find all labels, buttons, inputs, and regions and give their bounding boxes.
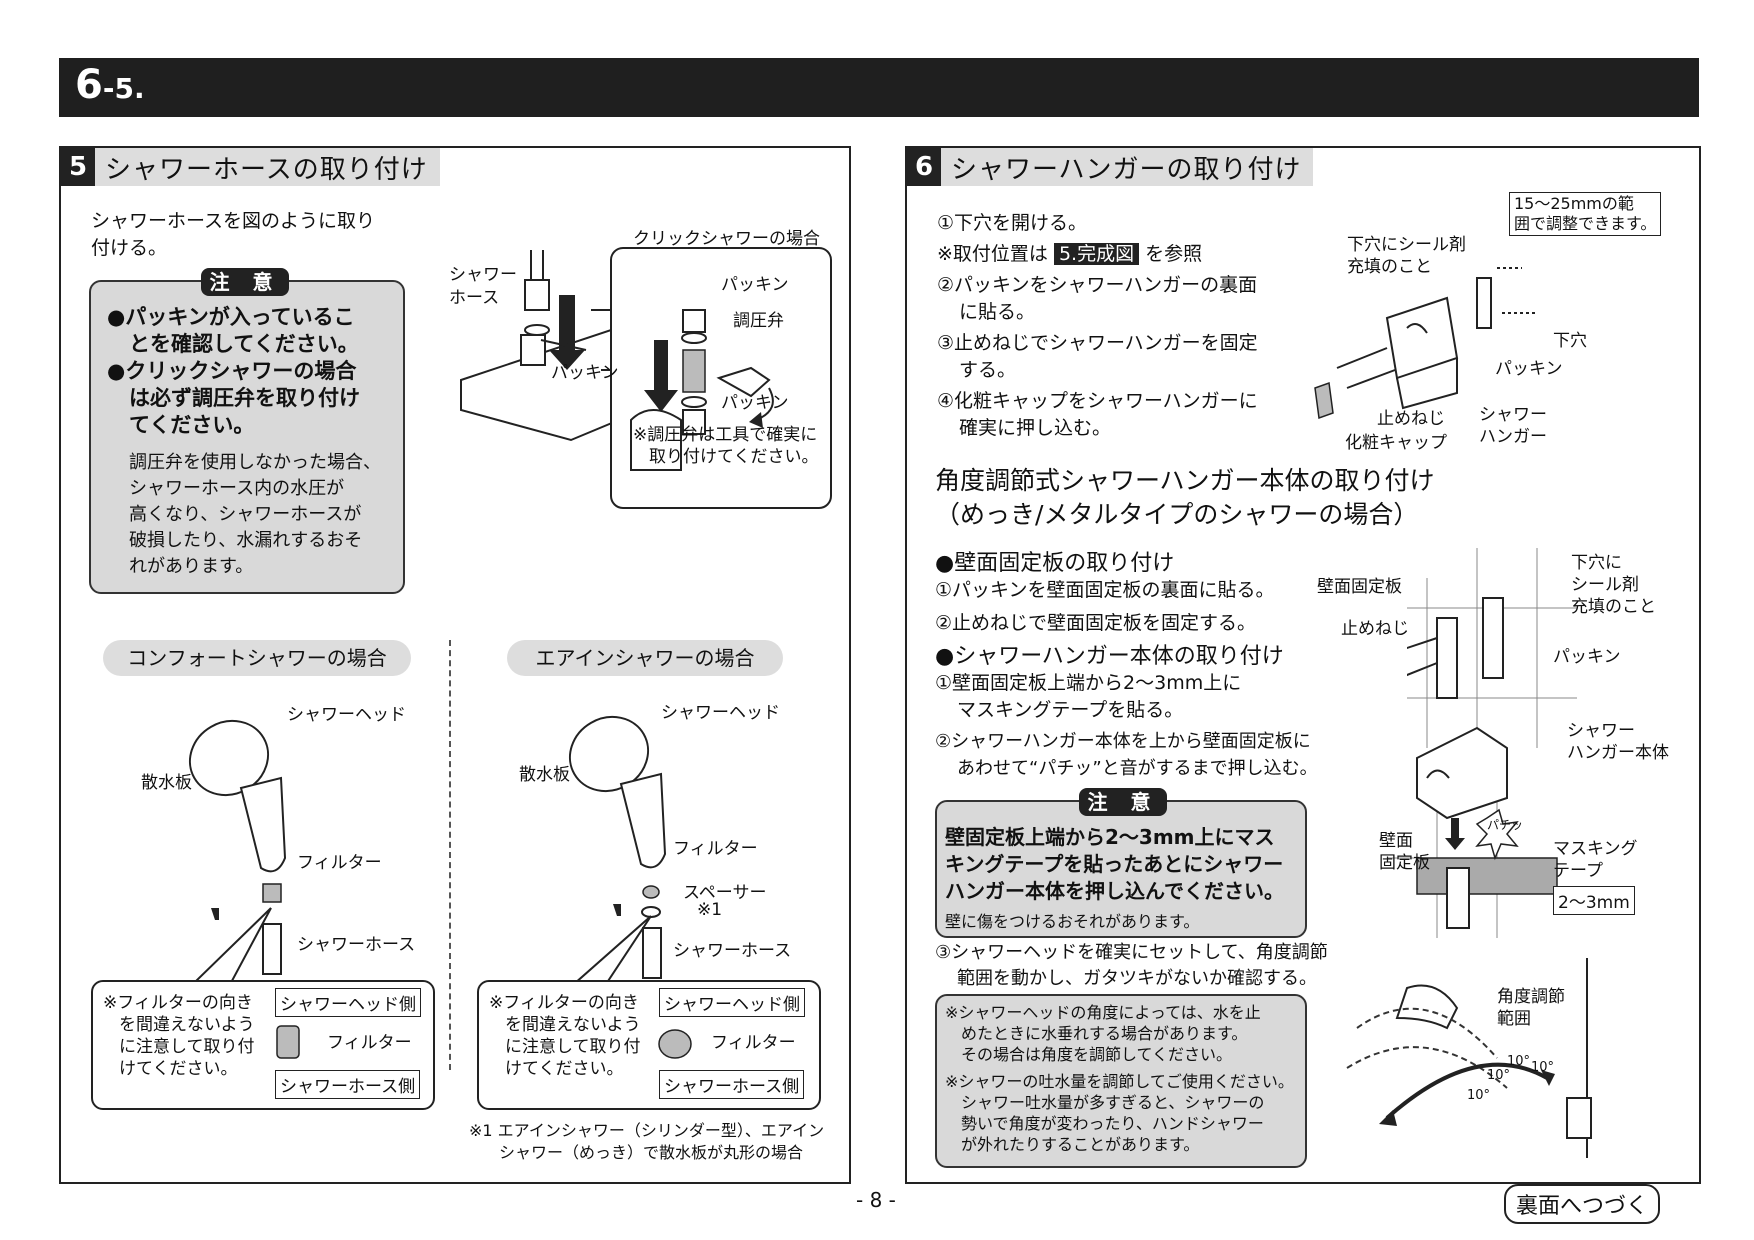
fig3-tape: マスキングテープ: [1553, 839, 1638, 881]
caution-note: 調圧弁を使用しなかった場合、シャワーホース内の水圧が 高くなり、シャワーホースが…: [129, 452, 381, 577]
step-number: 5: [61, 148, 95, 186]
comfort-head-label: シャワーヘッド: [287, 705, 406, 725]
hose-label: シャワーホース: [449, 265, 517, 308]
left-section-title: 5 シャワーホースの取り付け: [61, 148, 440, 186]
comfort-filter-label: フィルター: [297, 853, 382, 873]
airin-filter-label: フィルター: [673, 839, 758, 859]
airin-plate-label: 散水板: [519, 765, 570, 785]
airin-shower-title: エアインシャワーの場合: [507, 640, 783, 676]
airin-side-head: シャワーヘッド側: [659, 988, 805, 1017]
comfort-side-hose: シャワーホース側: [275, 1070, 421, 1099]
hose-diagram: [460, 247, 832, 509]
click-note: ※調圧弁は工具で確実に取り付けてください。: [633, 425, 819, 467]
fig4-deg-1: 10°: [1507, 1054, 1531, 1069]
fig3-hanger: シャワーハンガー本体: [1567, 721, 1669, 763]
right-notes-box: ※シャワーヘッドの角度によっては、水を止めたときに水垂れする場合があります。その…: [935, 994, 1307, 1168]
wall-plate-steps: ●壁面固定板の取り付け ①パッキンを壁面固定板の裏面に貼る。 ②止めねじで壁面固…: [935, 551, 1318, 779]
hanger-body-diagram: [1387, 726, 1558, 938]
click-shower-title: クリックシャワーの場合: [633, 229, 820, 249]
airin-spacer-ref: ※1: [697, 900, 723, 920]
fig1-cap: 化粧キャップ: [1345, 433, 1447, 453]
angle-range-diagram: [1346, 958, 1592, 1158]
right-steps: ①下穴を開ける。 ※取付位置は 5.完成図 を参照 ②パッキンをシャワーハンガー…: [937, 212, 1258, 439]
caution-box: ●パッキンが入っているこ とを確認してください。 ●クリックシャワーの場合 は必…: [89, 280, 405, 594]
step-s3: ③シャワーヘッドを確実にセットして、角度調節範囲を動かし、ガタツキがないか確認す…: [935, 942, 1328, 989]
comfort-side-filter: フィルター: [327, 1033, 412, 1053]
section-number: 6-5.: [75, 62, 145, 108]
airin-note-box: ※フィルターの向きを間違えないよう に注意して取り付けてください。 シャワーヘッ…: [477, 980, 821, 1110]
hanger-diagram: [1314, 267, 1537, 420]
ref-badge: 5.完成図: [1053, 243, 1140, 265]
step-number: 6: [907, 148, 941, 186]
fig1-seal: 下穴にシール剤充填のこと: [1347, 235, 1466, 277]
caution-tag: 注 意: [201, 268, 289, 296]
right-section-title: 6 シャワーハンガーの取り付け: [907, 148, 1314, 186]
section-header: 6-5.: [59, 58, 1699, 117]
packing-label: パッキン: [551, 363, 619, 383]
airin-head-label: シャワーヘッド: [661, 703, 780, 723]
fig4-range: 角度調節範囲: [1497, 987, 1565, 1029]
right-caution-tag: 注 意: [1079, 788, 1167, 816]
airin-hose-label: シャワーホース: [673, 941, 792, 961]
click-packing-bottom: パッキン: [721, 393, 789, 413]
airin-side-filter: フィルター: [711, 1033, 796, 1053]
fig3-wall-plate: 壁面固定板: [1379, 831, 1430, 873]
fig3-snap: パチッ: [1487, 818, 1524, 832]
right-panel: 6 シャワーハンガーの取り付け ①下穴を開ける。 ※取付位置は 5.完成図 を参…: [905, 146, 1701, 1184]
comfort-side-head: シャワーヘッド側: [275, 988, 421, 1017]
page-number: - 8 -: [856, 1188, 896, 1212]
fig2-wall-plate: 壁面固定板: [1317, 577, 1402, 597]
intro-text: シャワーホースを図のように取り付ける。: [91, 210, 376, 259]
column-divider: [449, 640, 451, 1070]
fig1-screw: 止めねじ: [1377, 409, 1445, 429]
fig1-packing: パッキン: [1495, 359, 1563, 379]
right-caution-box: 壁固定板上端から2～3mm上にマスキングテープを貼ったあとにシャワーハンガー本体…: [935, 800, 1307, 938]
fig2-packing: パッキン: [1553, 647, 1621, 667]
fig1-hole: 下穴: [1553, 331, 1587, 351]
left-panel: 5 シャワーホースの取り付け シャワーホースを図のように取り付ける。 ●パッキン…: [59, 146, 851, 1184]
range-box: 15～25mmの範囲で調整できます。: [1509, 192, 1662, 236]
angle-subtitle: 角度調節式シャワーハンガー本体の取り付け（めっき/メタルタイプのシャワーの場合）: [935, 466, 1435, 529]
section-title-text: シャワーハンガーの取り付け: [951, 154, 1302, 185]
continue-badge: 裏面へつづく: [1504, 1184, 1661, 1224]
comfort-note-box: ※フィルターの向きを間違えないよう に注意して取り付けてください。 シャワーヘッ…: [91, 980, 435, 1110]
wall-plate-diagram: [1407, 548, 1577, 748]
section-title-text: シャワーホースの取り付け: [105, 154, 428, 185]
fig1-hanger: シャワーハンガー: [1479, 405, 1547, 447]
click-packing-top: パッキン: [721, 275, 789, 295]
notes-text: ※シャワーヘッドの角度によっては、水を止めたときに水垂れする場合があります。その…: [945, 1003, 1294, 1154]
fig4-deg-2: 10°: [1531, 1060, 1555, 1075]
fig3-gap: 2～3mm: [1553, 886, 1635, 915]
airin-spacer-label: スペーサー: [683, 883, 767, 903]
airin-footnote: ※1 エアインシャワー（シリンダー型）、エアインシャワー（めっき）で散水板が丸形…: [469, 1121, 825, 1162]
fig2-seal: 下穴にシール剤充填のこと: [1571, 553, 1656, 617]
pressure-valve-label: 調圧弁: [733, 311, 784, 331]
comfort-shower-illustration: [181, 719, 287, 1021]
airin-side-hose: シャワーホース側: [659, 1070, 805, 1099]
right-caution-note: 壁に傷をつけるおそれがあります。: [945, 912, 1200, 931]
fig2-screw: 止めねじ: [1341, 619, 1409, 639]
comfort-plate-label: 散水板: [141, 773, 192, 793]
fig4-deg-3: 10°: [1487, 1068, 1511, 1083]
fig4-deg-4: 10°: [1467, 1088, 1491, 1103]
comfort-shower-title: コンフォートシャワーの場合: [103, 640, 411, 676]
comfort-hose-label: シャワーホース: [297, 935, 416, 955]
airin-shower-illustration: [561, 715, 667, 1023]
